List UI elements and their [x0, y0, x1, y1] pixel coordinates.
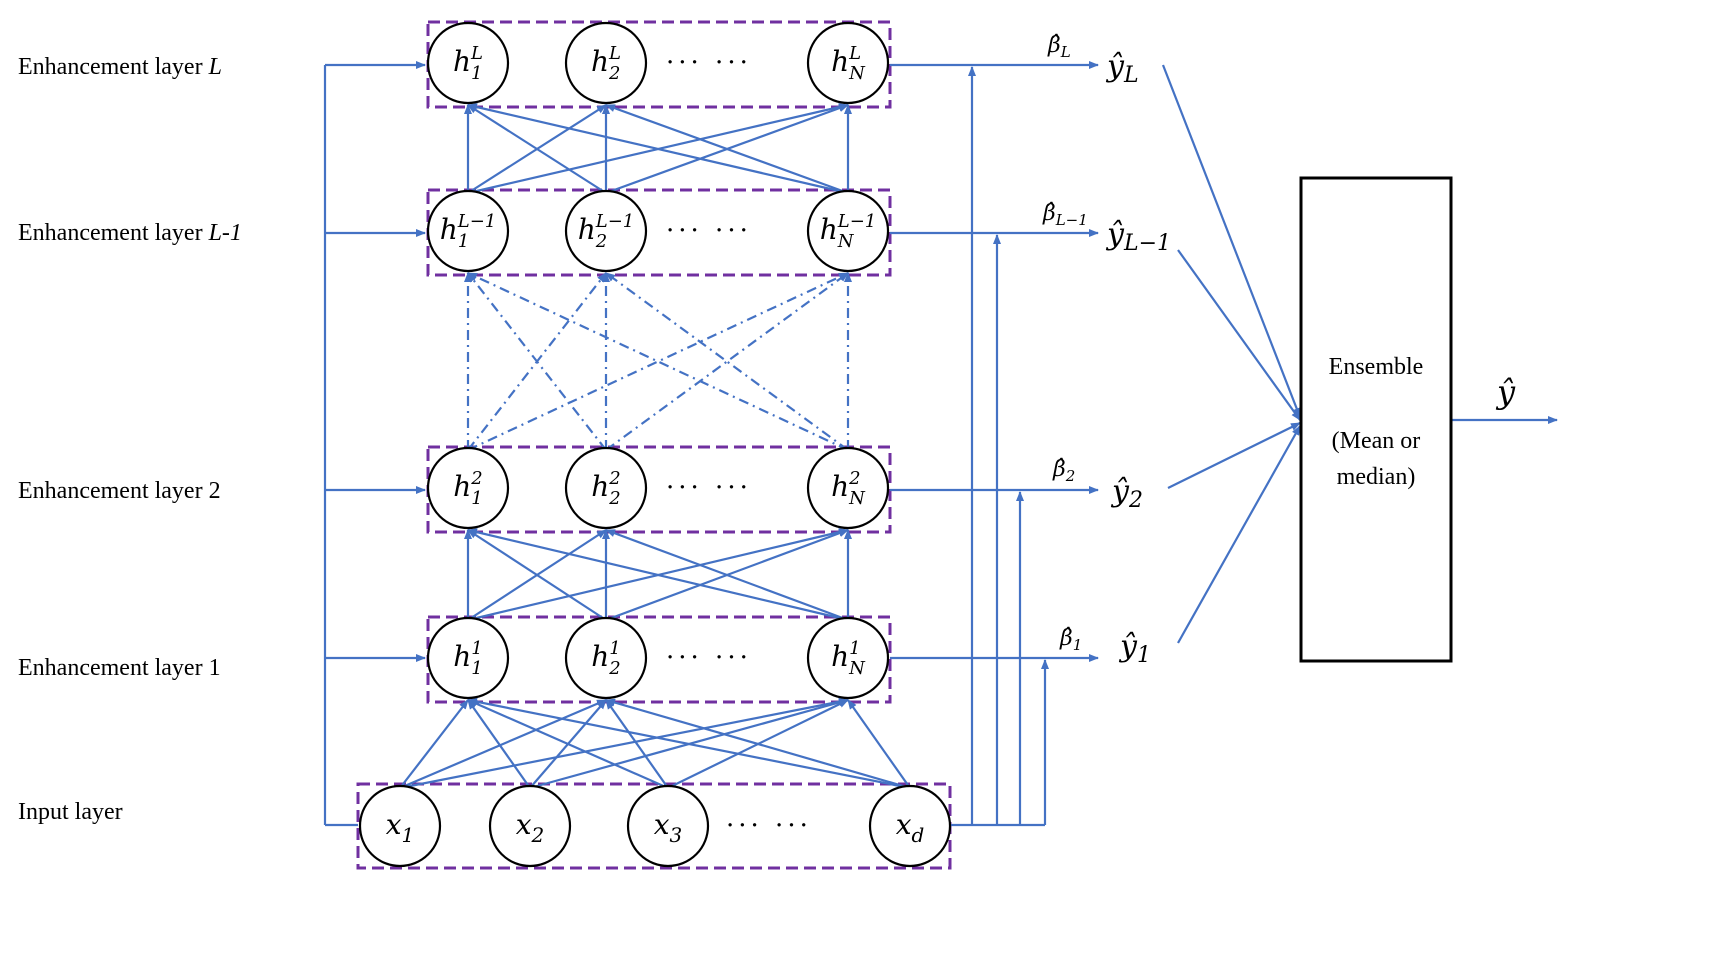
node-h-2-1-circle: [426, 446, 510, 530]
ellipsis-layer-1: ··· ···: [666, 643, 752, 673]
edge-layer2-to-layerLm1-2-1: [605, 272, 849, 451]
node-x-3-label: x3: [654, 808, 683, 847]
svg-text:β̂1: β̂1: [1059, 626, 1082, 654]
node-x-2-label: x2: [516, 808, 545, 847]
edge-input-to-layer1-0-2: [399, 697, 849, 790]
connections: [399, 103, 911, 790]
node-x-d-label: xd: [896, 808, 925, 847]
svg-text:β̂L−1: β̂L−1: [1042, 201, 1088, 229]
edge-input-to-layer1-2-1: [605, 699, 669, 789]
edge-input-to-layer1-2-0: [467, 698, 669, 790]
node-h-L-2-circle: [564, 21, 648, 105]
output-arrows: [890, 61, 1099, 662]
node-h-2-2-circle: [564, 446, 648, 530]
node-x-d-circle: [868, 784, 952, 868]
ensemble-title: Ensemble: [1329, 354, 1424, 380]
edge-input-to-layer1-3-2: [847, 699, 911, 789]
edge-layerLm1-to-layerL-2-0: [467, 103, 849, 195]
edge-layer2-to-layerLm1-1-0: [467, 272, 607, 451]
ensemble-method-line2: median): [1337, 464, 1416, 490]
node-h-1-2-circle: [564, 616, 648, 700]
beta-labels: β̂L β̂L−1 β̂2 β̂1: [1042, 33, 1088, 654]
label-layer-L: Enhancement layer L: [18, 54, 222, 80]
node-x-1-label: x1: [386, 808, 415, 847]
ensemble-box: [1299, 176, 1453, 663]
ensemble-method-line1: (Mean or: [1332, 428, 1421, 454]
edge-input-to-layer1-1-0: [467, 699, 531, 789]
node-h-1-N-circle: [806, 616, 890, 700]
yhat-labels: ŷL ŷL−1 ŷ2 ŷ1: [1105, 49, 1171, 668]
svg-text:ŷL−1: ŷL−1: [1105, 217, 1171, 256]
ellipsis-input: ··· ···: [726, 811, 812, 841]
svg-text:ŷ1: ŷ1: [1118, 629, 1151, 668]
label-input-layer: Input layer: [18, 799, 123, 825]
edge-input-to-layer1-0-1: [399, 698, 607, 790]
edge-layerLm1-to-layerL-1-0: [467, 104, 607, 194]
svg-text:β̂2: β̂2: [1052, 457, 1075, 485]
edge-layer2-to-layerLm1-1-2: [605, 272, 849, 451]
node-h-Lm1-1-circle: [426, 189, 510, 273]
ellipsis-layer-Lm1: ··· ···: [666, 216, 752, 246]
edge-layer1-to-layer2-1-0: [467, 529, 607, 621]
edge-layer2-to-layerLm1-0-2: [467, 272, 849, 451]
node-h-L-1-circle: [426, 21, 510, 105]
bypass-bus: [323, 61, 426, 827]
label-layer-L-1: Enhancement layer L-1: [18, 220, 242, 246]
edge-layer1-to-layer2-2-0: [467, 528, 849, 622]
input-direct-links: [950, 66, 1049, 827]
svg-text:ŷL: ŷL: [1105, 49, 1139, 88]
label-layer-1: Enhancement layer 1: [18, 655, 221, 681]
ellipsis-layer-2: ··· ···: [666, 473, 752, 503]
node-h-2-N-circle: [806, 446, 890, 530]
edge-input-to-layer1-0-0: [399, 699, 469, 789]
node-x-2-circle: [488, 784, 572, 868]
edge-layerLm1-to-layerL-2-1: [605, 103, 849, 195]
edge-input-to-layer1-3-1: [605, 698, 911, 790]
edge-layer1-to-layer2-2-1: [605, 528, 849, 622]
svg-text:β̂L: β̂L: [1047, 33, 1071, 61]
node-h-Lm1-2-circle: [564, 189, 648, 273]
label-layer-2: Enhancement layer 2: [18, 478, 221, 504]
node-x-3-circle: [626, 784, 710, 868]
edge-input-to-layer1-3-0: [467, 697, 911, 790]
node-h-1-1-circle: [426, 616, 510, 700]
node-h-Lm1-N-circle: [806, 189, 890, 273]
final-output-label: ŷ: [1495, 373, 1516, 411]
svg-text:ŷ2: ŷ2: [1110, 474, 1143, 513]
node-x-1-circle: [358, 784, 442, 868]
ellipsis-layer-L: ··· ···: [666, 48, 752, 78]
ensemble-inputs: [1161, 64, 1558, 644]
node-h-L-N-circle: [806, 21, 890, 105]
edge-layer2-to-layerLm1-2-0: [467, 272, 849, 451]
